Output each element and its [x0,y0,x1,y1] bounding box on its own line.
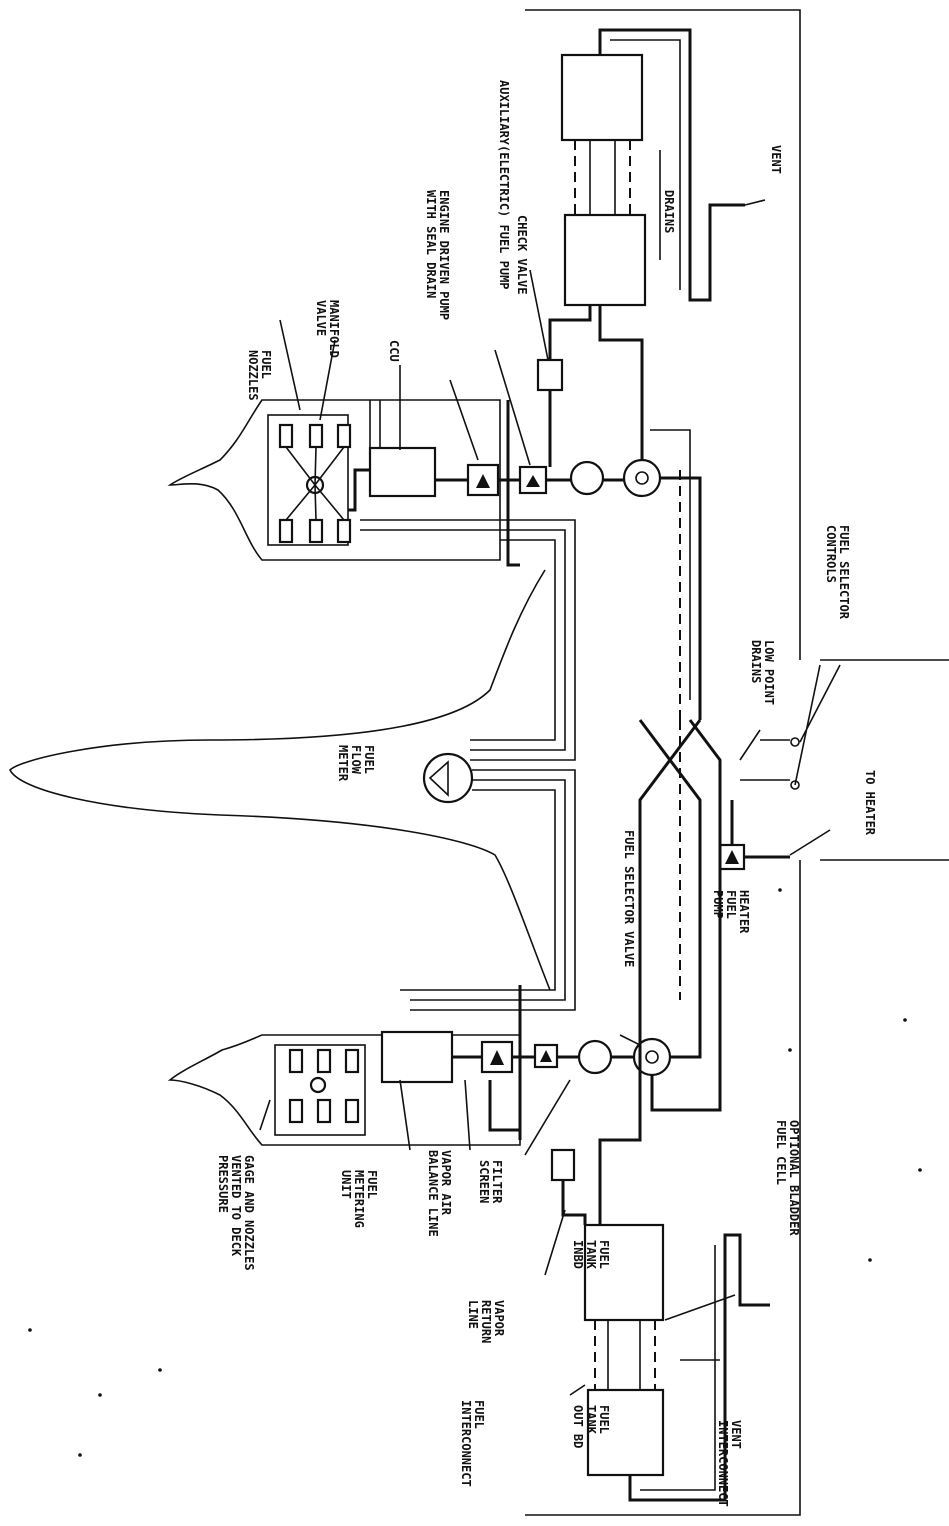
label-fuel-metering-unit: FUELMETERINGUNIT [339,1170,379,1228]
label-fuel-flow-meter: FUELFLOWMETER [336,745,376,782]
label-check-valve-text: CHECK VALVE [515,215,529,294]
label-vent-top-text: VENT [769,145,783,174]
label-drains: DRAINS [662,190,676,233]
label-filter-screen: FILTERSCREEN [477,1160,504,1204]
label-to-heater-text: TO HEATER [863,770,877,836]
label-fuel-selector-controls: FUEL SELECTORCONTROLS [824,525,851,620]
lower-check-valve [550,1148,576,1182]
label-vent-interconnect-text: VENTINTERCONNECT [716,1420,743,1507]
upper-fuel-nozzles [267,414,352,546]
label-vapor-air-balance-text: VAPOR AIRBALANCE LINE [426,1150,453,1237]
label-vent-interconnect: VENTINTERCONNECT [716,1420,743,1507]
upper-tank-inner [563,213,647,307]
label-fuel-tank-inbd-text: FUELTANKINBD [571,1240,611,1270]
upper-selector-valve [622,458,662,498]
label-fuel-selector-controls-text: FUEL SELECTORCONTROLS [824,525,851,620]
label-vapor-air-balance: VAPOR AIRBALANCE LINE [426,1150,453,1237]
label-low-point-drains: LOW POINTDRAINS [749,640,776,705]
label-low-point-drains-text: LOW POINTDRAINS [749,640,776,705]
fuselage-rear-outline [820,659,949,861]
lower-fuel-nozzles [274,1044,366,1136]
scan-dots [28,888,922,1457]
lower-fuel-metering-unit [380,1030,454,1084]
label-engine-pump: ENGINE DRIVEN PUMPWITH SEAL DRAIN [424,190,451,320]
label-fuel-flow-meter-text: FUELFLOWMETER [336,745,376,782]
label-fuel-tank-inbd: FUELTANKINBD [571,1240,611,1270]
upper-filter-screen [569,460,605,496]
label-engine-pump-text: ENGINE DRIVEN PUMPWITH SEAL DRAIN [424,190,451,320]
label-fuel-tank-outbd-text: FUELTANKOUT BD [571,1405,611,1448]
label-filter-screen-text: FILTERSCREEN [477,1160,504,1204]
label-fuel-nozzles: FUELNOZZLES [246,350,273,401]
lower-nacelle-outline [167,1034,521,1146]
label-fuel-tank-outbd: FUELTANKOUT BD [571,1405,611,1448]
label-aux-pump: AUXILIARY(ELECTRIC) FUEL PUMP [497,80,511,290]
upper-check-valve [536,358,564,392]
label-optional-bladder-text: OPTIONAL BLADDERFUEL CELL [774,1120,801,1236]
label-check-valve: CHECK VALVE [515,215,529,294]
fuel-tank-outbd [586,1388,665,1477]
upper-ccu-box [368,446,437,498]
label-vapor-return: VAPORRETURNLINE [466,1300,506,1343]
fuel-tank-inbd [583,1223,665,1322]
label-to-heater: TO HEATER [863,770,877,836]
label-drains-text: DRAINS [662,190,676,233]
label-manifold-valve: MANIFOLDVALVE [314,300,341,358]
lower-filter-screen [577,1039,613,1075]
label-gage-and-nozzles: GAGE AND NOZZLESVENTED TO DECKPRESSURE [216,1155,256,1271]
fuselage-outline [9,569,551,991]
label-ccu-text: CCU [387,340,401,362]
label-vapor-return-text: VAPORRETURNLINE [466,1300,506,1343]
label-fuel-metering-unit-text: FUELMETERINGUNIT [339,1170,379,1228]
heater-fuel-pump [718,843,746,871]
label-fuel-nozzles-text: FUELNOZZLES [246,350,273,401]
label-manifold-valve-text: MANIFOLDVALVE [314,300,341,358]
wing-outline [525,9,801,1516]
label-aux-pump-text: AUXILIARY(ELECTRIC) FUEL PUMP [497,80,511,290]
upper-tank-outer [560,53,644,142]
label-heater-fuel-pump: HEATERFUELPUMP [711,890,751,934]
label-gage-and-nozzles-text: GAGE AND NOZZLESVENTED TO DECKPRESSURE [216,1155,256,1271]
label-fuel-interconnect: FUELINTERCONNECT [459,1400,486,1487]
label-fuel-selector-valve: FUEL SELECTOR VALVE [622,830,636,967]
label-vent-top: VENT [769,145,783,174]
upper-nacelle-outline [167,399,501,561]
label-optional-bladder: OPTIONAL BLADDERFUEL CELL [774,1120,801,1236]
label-ccu: CCU [387,340,401,362]
label-fuel-interconnect-text: FUELINTERCONNECT [459,1400,486,1487]
label-heater-fuel-pump-text: HEATERFUELPUMP [711,890,751,934]
label-fuel-selector-valve-text: FUEL SELECTOR VALVE [622,830,636,967]
